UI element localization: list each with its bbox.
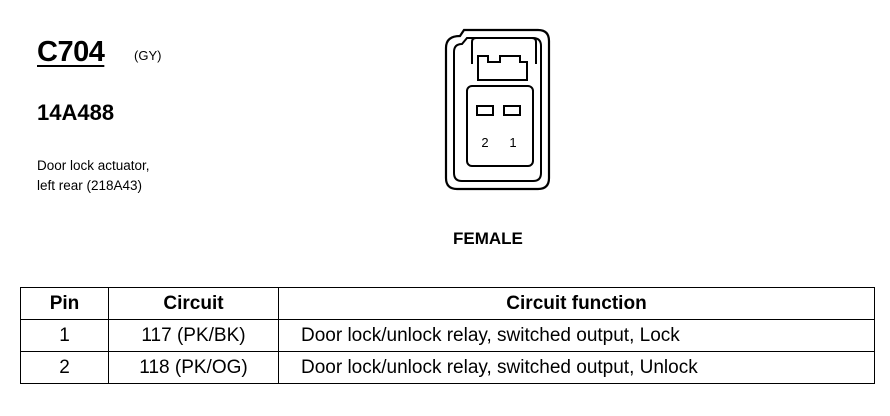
cell-pin: 1 xyxy=(20,319,109,352)
cell-circuit-function: Door lock/unlock relay, switched output,… xyxy=(278,351,875,384)
table-header-row: Pin Circuit Circuit function xyxy=(20,287,875,320)
cell-circuit: 118 (PK/OG) xyxy=(108,351,279,384)
terminal-label-2: 2 xyxy=(481,135,488,150)
connector-latch-bracket xyxy=(471,37,537,64)
connector-description: Door lock actuator, left rear (218A43) xyxy=(37,156,150,196)
connector-inner-housing xyxy=(453,37,542,182)
part-number: 14A488 xyxy=(37,100,115,125)
table-row: 2 118 (PK/OG) Door lock/unlock relay, sw… xyxy=(20,351,875,384)
connector-face-diagram: 2 1 xyxy=(444,28,551,191)
connector-gender: FEMALE xyxy=(453,229,523,248)
terminal-cavity-2 xyxy=(476,105,494,116)
cell-circuit-function: Door lock/unlock relay, switched output,… xyxy=(278,319,875,352)
connector-terminal-body xyxy=(466,85,534,167)
terminal-cavity-1 xyxy=(503,105,521,116)
pin-table: Pin Circuit Circuit function 1 117 (PK/B… xyxy=(20,287,875,384)
cell-pin: 2 xyxy=(20,351,109,384)
description-line-1: Door lock actuator, xyxy=(37,158,150,173)
header-circuit: Circuit xyxy=(108,287,279,320)
header-pin: Pin xyxy=(20,287,109,320)
cell-circuit: 117 (PK/BK) xyxy=(108,319,279,352)
connector-id: C704 xyxy=(37,36,105,68)
connector-latch xyxy=(477,55,528,81)
description-line-2: left rear (218A43) xyxy=(37,178,143,193)
connector-outer-housing xyxy=(444,28,551,191)
terminal-label-1: 1 xyxy=(509,135,516,150)
header-circuit-function: Circuit function xyxy=(278,287,875,320)
table-row: 1 117 (PK/BK) Door lock/unlock relay, sw… xyxy=(20,319,875,352)
color-code: (GY) xyxy=(134,48,162,63)
